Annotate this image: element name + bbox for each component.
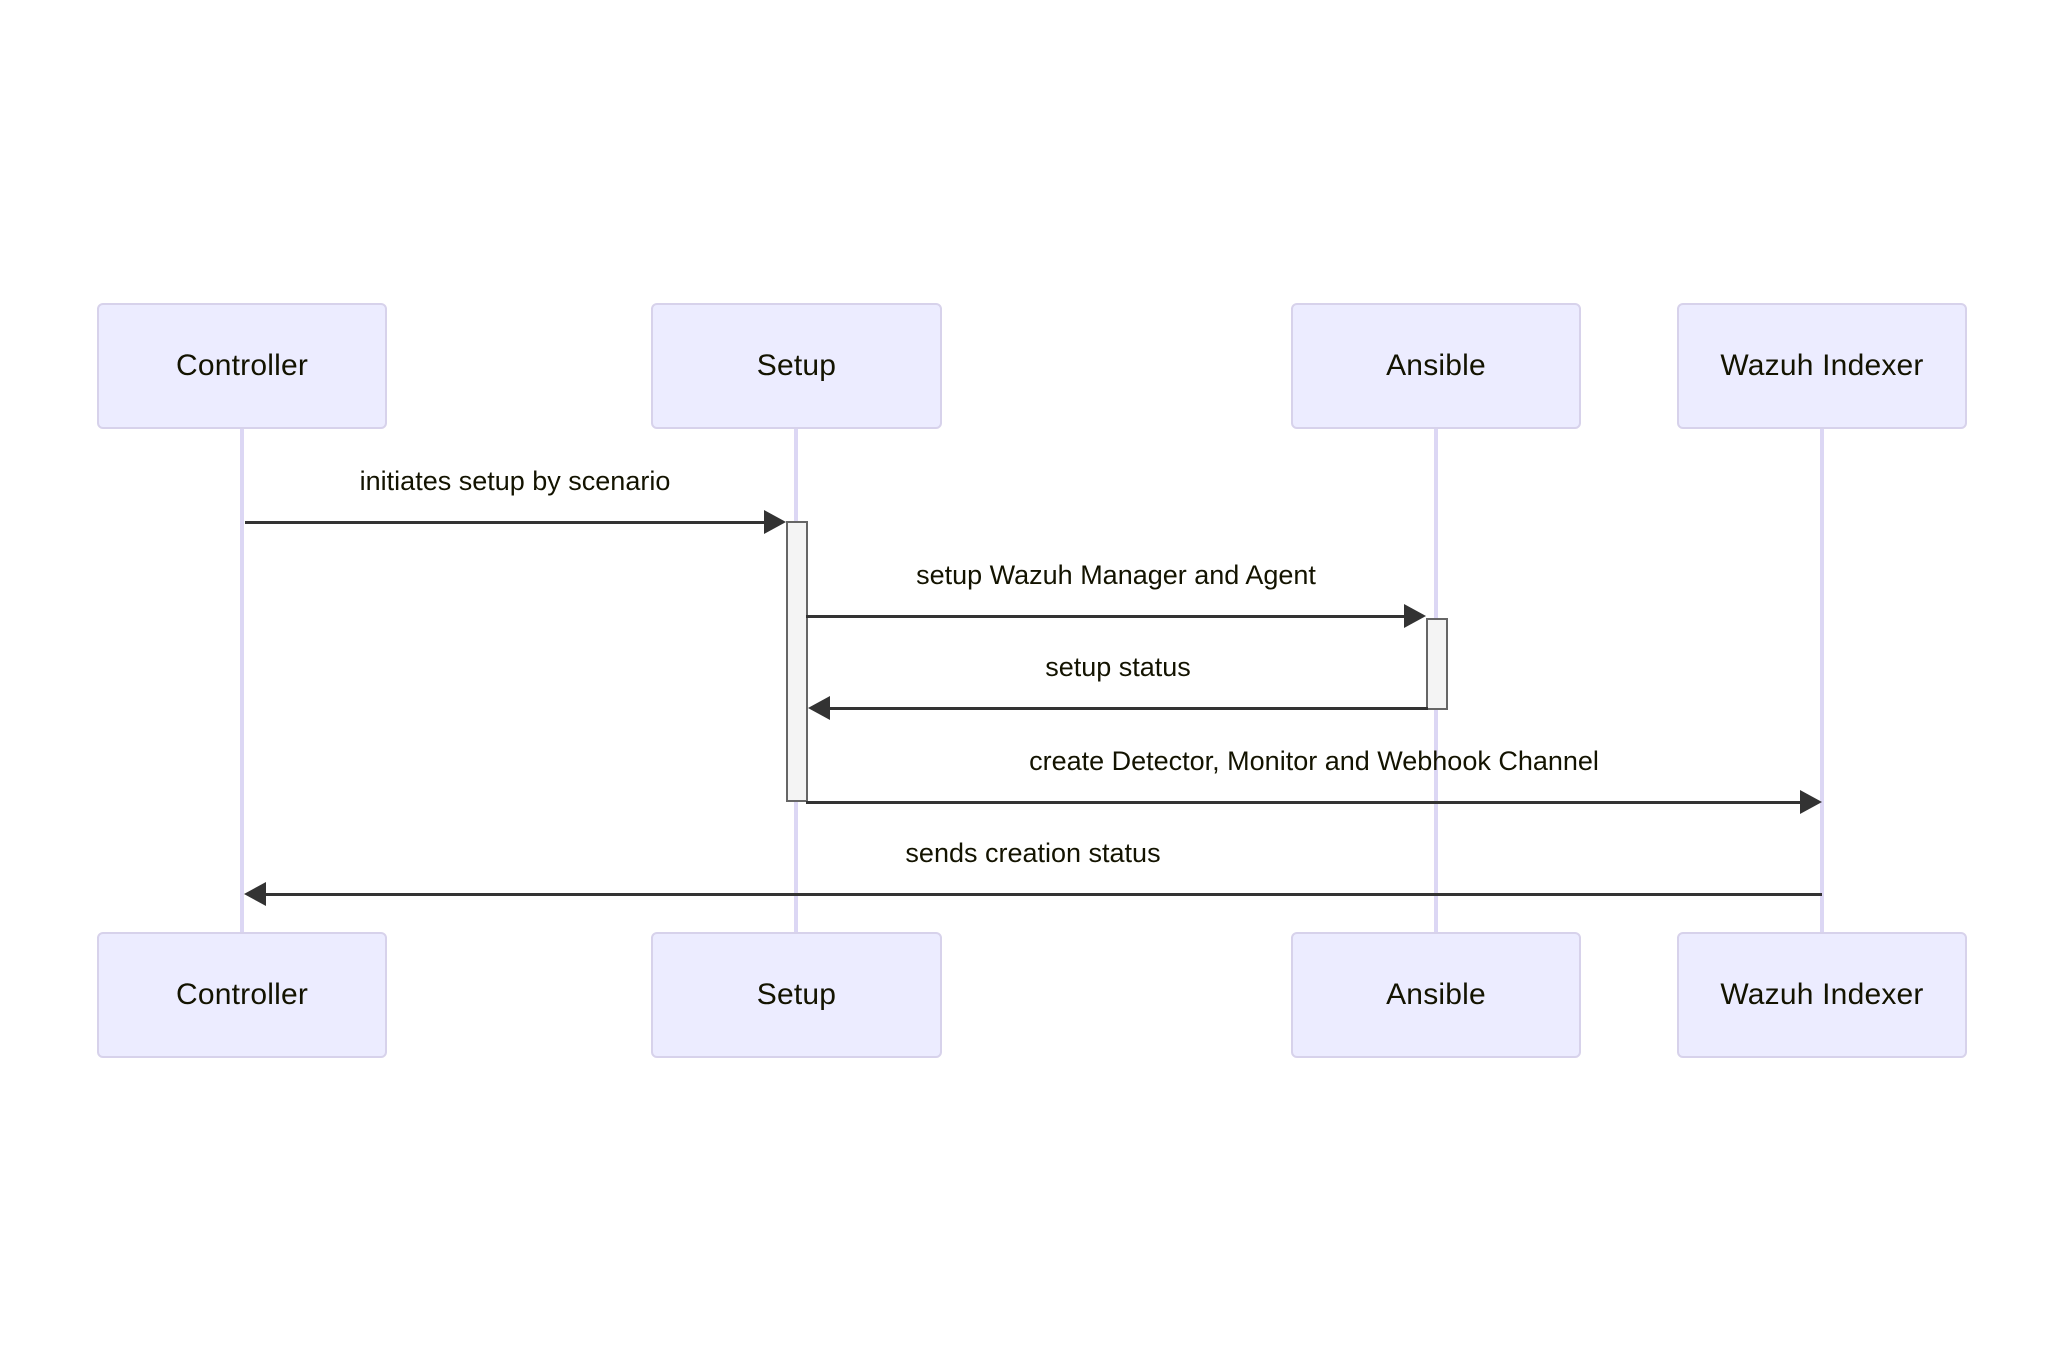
message-line-2 xyxy=(806,615,1406,618)
message-label-4: create Detector, Monitor and Webhook Cha… xyxy=(1029,746,1599,776)
activation-bar-ansible xyxy=(1426,618,1448,710)
message-line-1 xyxy=(245,521,766,524)
message-line-3 xyxy=(828,707,1428,710)
participant-box-setup-top[interactable]: Setup xyxy=(651,303,942,429)
lifeline-controller xyxy=(240,429,244,932)
participant-box-controller-bottom[interactable]: Controller xyxy=(97,932,387,1058)
participant-label-setup: Setup xyxy=(756,349,837,382)
participant-box-wazuh_indexer-bottom[interactable]: Wazuh Indexer xyxy=(1677,932,1967,1058)
message-line-5 xyxy=(264,893,1822,896)
message-label-3: setup status xyxy=(1045,652,1191,682)
participant-box-wazuh_indexer-top[interactable]: Wazuh Indexer xyxy=(1677,303,1967,429)
participant-box-controller-top[interactable]: Controller xyxy=(97,303,387,429)
message-label-5: sends creation status xyxy=(905,838,1161,868)
participant-label-setup: Setup xyxy=(756,978,837,1011)
message-arrowhead-1 xyxy=(764,510,786,534)
message-arrowhead-3 xyxy=(808,696,830,720)
participant-label-controller: Controller xyxy=(175,978,309,1011)
message-arrowhead-4 xyxy=(1800,790,1822,814)
message-arrowhead-2 xyxy=(1404,604,1426,628)
lifeline-wazuh_indexer xyxy=(1820,429,1824,932)
participant-box-ansible-bottom[interactable]: Ansible xyxy=(1291,932,1581,1058)
participant-box-ansible-top[interactable]: Ansible xyxy=(1291,303,1581,429)
activation-bar-setup xyxy=(786,521,808,802)
participant-label-ansible: Ansible xyxy=(1386,349,1486,382)
message-label-1: initiates setup by scenario xyxy=(359,466,671,496)
message-label-2: setup Wazuh Manager and Agent xyxy=(916,560,1316,590)
message-arrowhead-5 xyxy=(244,882,266,906)
participant-label-wazuh_indexer: Wazuh Indexer xyxy=(1720,978,1924,1011)
participant-label-ansible: Ansible xyxy=(1386,978,1486,1011)
participant-box-setup-bottom[interactable]: Setup xyxy=(651,932,942,1058)
message-line-4 xyxy=(806,801,1802,804)
participant-label-wazuh_indexer: Wazuh Indexer xyxy=(1720,349,1924,382)
participant-label-controller: Controller xyxy=(175,349,309,382)
